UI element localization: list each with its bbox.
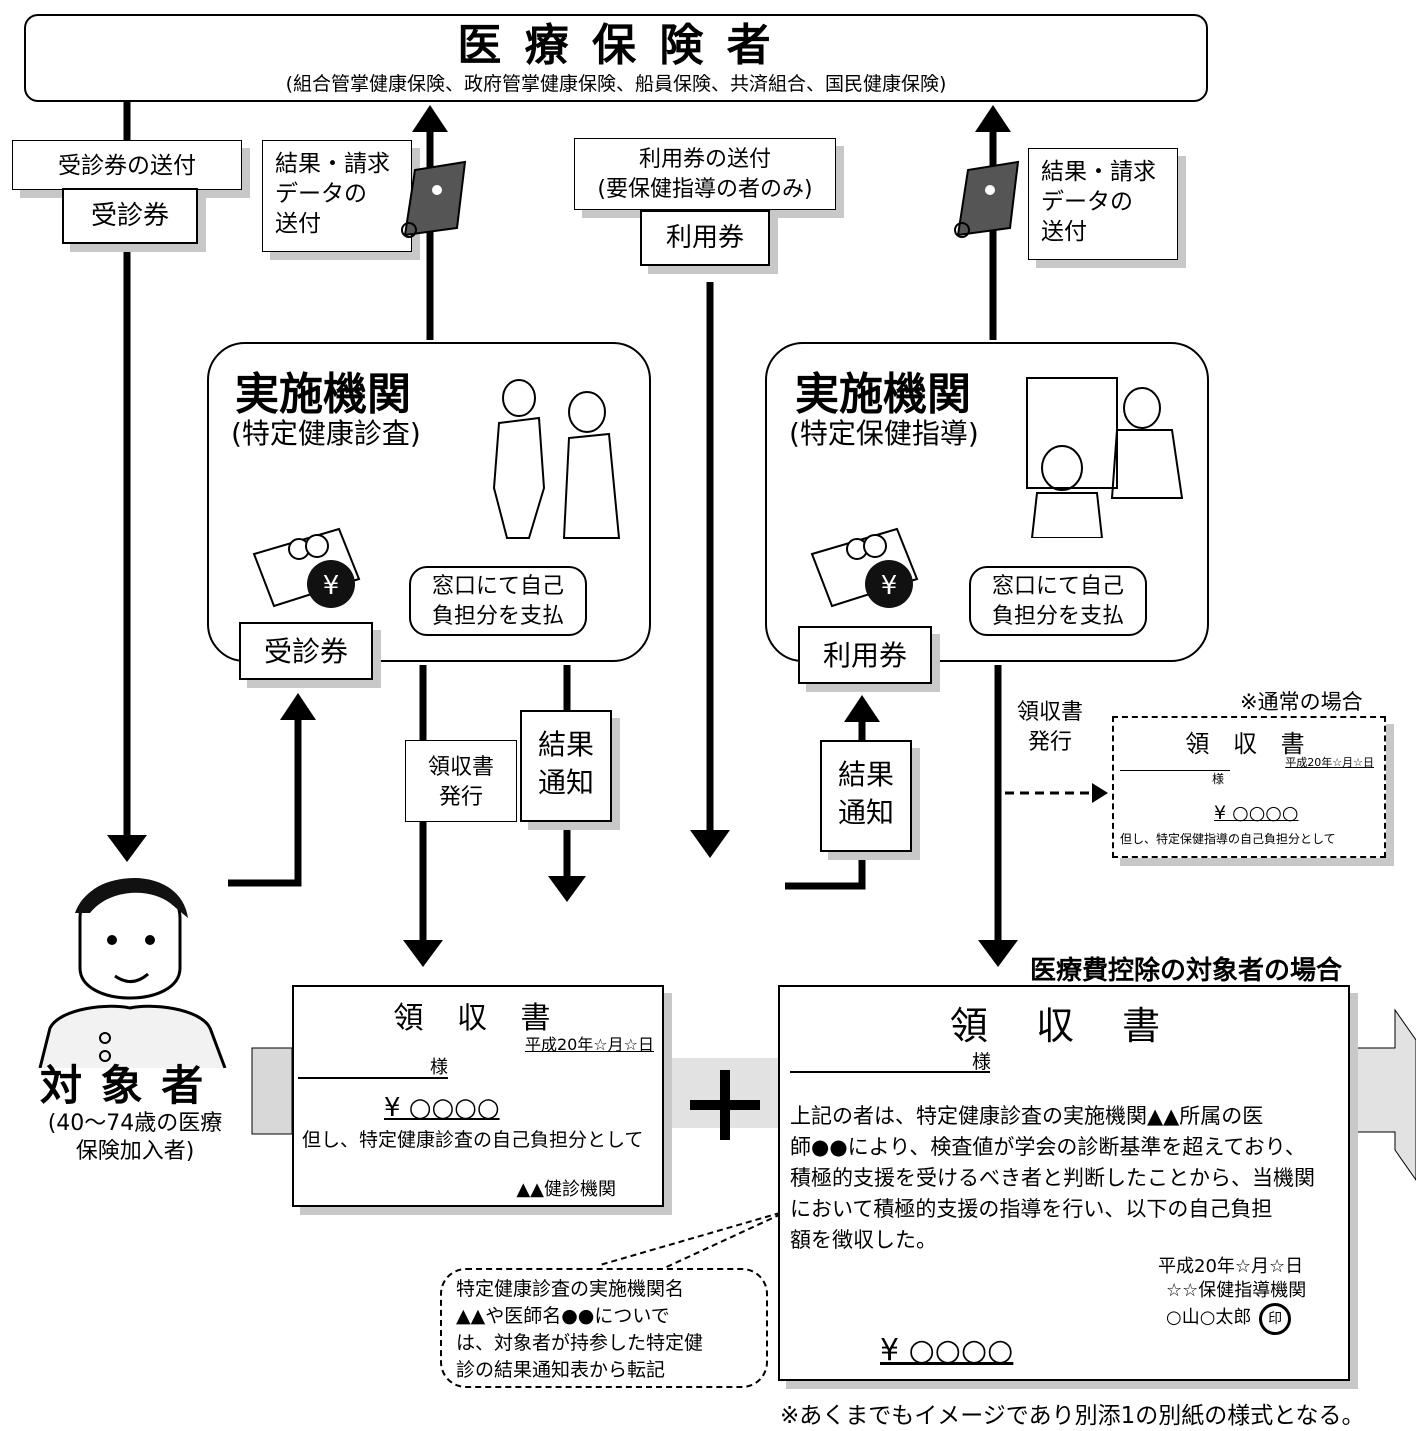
insurer-title: 医 療 保 険 者 <box>457 20 775 71</box>
insurer-subtitle: (組合管掌健康保険、政府管掌健康保険、船員保険、共済組合、国民健康保険) <box>285 73 947 95</box>
insurer-box: 医 療 保 険 者 (組合管掌健康保険、政府管掌健康保険、船員保険、共済組合、国… <box>24 14 1208 102</box>
institution-right-subtitle: (特定保健指導) <box>789 417 979 450</box>
footnote: ※あくまでもイメージであり別添1の別紙の様式となる。 <box>780 1403 1365 1429</box>
deduction-issuer: 平成20年☆月☆日 ☆☆保健指導機関 ○山○太郎 印 <box>1158 1255 1306 1335</box>
right-result-notice: 結果 通知 <box>820 740 912 852</box>
label-left-receipt-issue: 領収書 発行 <box>405 740 517 822</box>
label-result-send-right: 結果・請求 データの 送付 <box>1028 148 1178 260</box>
subject-person-illustration <box>38 878 227 1068</box>
subject-title: 対 象 者 <box>40 1061 206 1110</box>
exam-ticket-left-inst: 受診券 <box>239 622 373 680</box>
payment-bubble-left: 窓口にて自己 負担分を支払 <box>409 566 587 636</box>
exam-receipt: 領 収 書 平成20年☆月☆日 様 ¥ ○○○○ 但し、特定健康診査の自己負担分… <box>292 985 664 1207</box>
payment-bubble-right: 窓口にて自己 負担分を支払 <box>969 566 1147 636</box>
disk-icon-left <box>401 160 467 238</box>
institution-left-title: 実施機関 <box>235 369 411 420</box>
deduction-caption: 医療費控除の対象者の場合 <box>1030 956 1343 986</box>
use-ticket-right-inst: 利用券 <box>798 626 932 684</box>
normal-receipt: 領 収 書 平成20年☆月☆日 様 ¥ ○○○○ 但し、特定保健指導の自己負担分… <box>1112 716 1386 858</box>
disk-icon-right <box>954 160 1020 238</box>
plus-sign <box>690 1070 760 1140</box>
deduction-receipt: 領 収 書 様 上記の者は、特定健康診査の実施機関▲▲所属の医 師●●により、検… <box>778 985 1350 1381</box>
callout-note: 特定健康診査の実施機関名 ▲▲や医師名●●についで は、対象者が持参した特定健 … <box>440 1268 768 1388</box>
institution-left: 実施機関 (特定健康診査) ¥ 窓口にて自己 負担分を支払 <box>207 342 651 662</box>
normal-receipt-caption: ※通常の場合 <box>1240 690 1363 714</box>
label-exam-ticket-send: 受診券の送付 <box>12 140 242 190</box>
institution-right: 実施機関 (特定保健指導) ¥ 窓口にて自己 負担分を支払 <box>765 342 1209 662</box>
left-result-notice: 結果 通知 <box>520 710 612 822</box>
label-use-ticket-send: 利用券の送付 (要保健指導の者のみ) <box>574 138 836 210</box>
subject-desc: (40～74歳の医療 保険加入者) <box>47 1111 223 1164</box>
checkup-illustration <box>492 379 621 539</box>
label-right-receipt-issue: 領収書 発行 <box>1016 700 1083 755</box>
institution-right-title: 実施機関 <box>795 369 971 420</box>
guidance-illustration <box>1026 377 1184 538</box>
use-ticket-top: 利用券 <box>640 210 770 266</box>
svg-text:¥: ¥ <box>881 571 898 601</box>
money-icon: ¥ <box>810 527 919 608</box>
label-result-send-left: 結果・請求 データの 送付 <box>262 140 412 252</box>
money-icon: ¥ <box>252 527 361 608</box>
institution-left-subtitle: (特定健康診査) <box>231 417 421 450</box>
exam-ticket-top: 受診券 <box>62 188 198 244</box>
seal-icon: 印 <box>1259 1303 1292 1335</box>
svg-text:¥: ¥ <box>323 571 340 601</box>
deduction-body: 上記の者は、特定健康診査の実施機関▲▲所属の医 師●●により、検査値が学会の診断… <box>790 1104 1315 1252</box>
arrow-subject-to-left-inst <box>228 715 302 887</box>
